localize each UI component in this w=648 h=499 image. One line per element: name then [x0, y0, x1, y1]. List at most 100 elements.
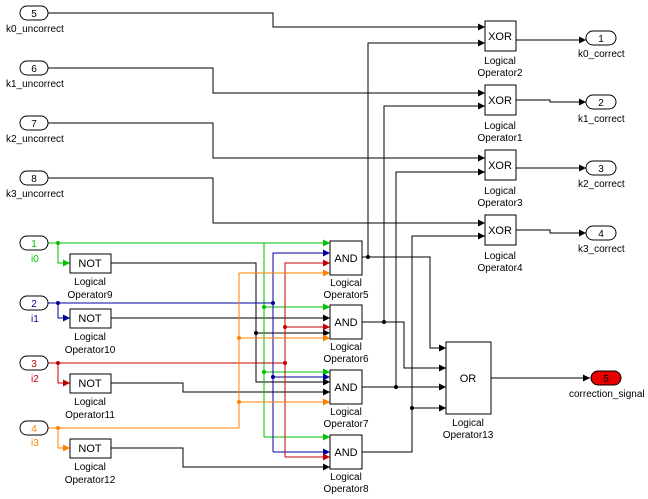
block-not-operator9-l2: Operator9 [67, 290, 112, 301]
inport-k2-label: k2_uncorrect [6, 134, 64, 145]
block-or-operator13-op: OR [460, 373, 477, 385]
block-xor-operator3-op: XOR [488, 160, 512, 172]
block-not-operator10[interactable]: NOT Logical Operator10 [65, 308, 116, 356]
inport-k1-number: 6 [31, 64, 37, 75]
block-not-operator9[interactable]: NOT Logical Operator9 [67, 253, 113, 301]
outport-k2-number: 3 [598, 164, 604, 175]
junction-and7 [394, 385, 398, 389]
block-not-operator11-op: NOT [78, 378, 102, 390]
block-not-operator11[interactable]: NOT Logical Operator11 [65, 373, 115, 421]
junction-i3-b [237, 336, 241, 340]
inport-i3-number: 4 [31, 424, 37, 435]
wire-xor2-to-out2 [516, 98, 586, 106]
wires-i3 [48, 269, 330, 452]
junction-and6 [382, 320, 386, 324]
outport-corr-number: 5 [603, 374, 609, 385]
outport-k0-number: 1 [598, 34, 604, 45]
block-not-operator12-op: NOT [78, 443, 102, 455]
block-not-operator9-op: NOT [78, 258, 102, 270]
block-and-operator6[interactable]: AND Logical Operator6 [323, 304, 369, 365]
block-xor-operator1[interactable]: XOR Logical Operator1 [477, 84, 523, 144]
inport-k1[interactable]: 6 k1_uncorrect [6, 60, 64, 90]
inport-k0[interactable]: 5 k0_uncorrect [6, 5, 64, 35]
inport-i0-number: 1 [31, 239, 37, 250]
block-xor-operator1-l2: Operator1 [477, 133, 522, 144]
junction-i2-c [283, 325, 287, 329]
inport-i2[interactable]: 3 i2 [19, 355, 49, 385]
inport-i3[interactable]: 4 i3 [19, 420, 49, 449]
wire-not11-out [111, 382, 330, 396]
block-xor-operator4-op: XOR [488, 225, 512, 237]
wires-not-outputs [111, 262, 330, 471]
wires-i2 [48, 259, 330, 461]
block-and-operator5-l2: Operator5 [323, 290, 368, 301]
block-and-operator5[interactable]: AND Logical Operator5 [323, 240, 369, 301]
block-not-operator12[interactable]: NOT Logical Operator12 [65, 438, 116, 486]
wires-and-outputs [362, 39, 590, 453]
inport-k2[interactable]: 7 k2_uncorrect [6, 115, 64, 145]
block-and-operator8-l2: Operator8 [323, 484, 368, 495]
wire-k3-to-xor4 [48, 177, 485, 227]
block-xor-operator3-l1: Logical [484, 186, 516, 197]
outport-correction-signal[interactable]: 5 correction_signal [569, 370, 645, 400]
outport-k2-correct[interactable]: 3 k2_correct [578, 160, 625, 190]
wire-and5-out [362, 39, 485, 258]
inport-i1-label: i1 [31, 314, 39, 325]
block-not-operator11-l2: Operator11 [65, 410, 115, 421]
inport-i0-label: i0 [31, 254, 39, 265]
outport-corr-label: correction_signal [569, 389, 645, 400]
wire-and6-to-or [384, 321, 446, 372]
inport-i3-label: i3 [31, 438, 39, 449]
wire-not9-to-and7 [255, 333, 330, 386]
block-xor-operator4[interactable]: XOR Logical Operator4 [477, 214, 523, 274]
wire-k1-to-xor2 [48, 67, 485, 97]
wire-k2-to-xor3 [48, 122, 485, 162]
block-not-operator10-op: NOT [78, 313, 102, 325]
outport-k3-correct[interactable]: 4 k3_correct [578, 225, 625, 255]
wire-not9-out [111, 262, 330, 337]
inport-k0-number: 5 [31, 9, 37, 20]
outport-k1-number: 2 [598, 98, 604, 109]
block-and-operator7-l1: Logical [330, 407, 362, 418]
wire-and6-out [362, 102, 485, 323]
wires-k-inputs [48, 12, 485, 227]
block-and-operator7-l2: Operator7 [323, 419, 368, 430]
block-xor-operator2-l1: Logical [484, 56, 516, 67]
junction-i1-c [271, 375, 275, 379]
junction-i1-b [271, 301, 275, 305]
junction-i0-b [262, 305, 266, 309]
block-and-operator5-op: AND [334, 253, 357, 265]
inport-i2-number: 3 [31, 359, 37, 370]
inport-i0[interactable]: 1 i0 [19, 235, 49, 265]
block-and-operator8[interactable]: AND Logical Operator8 [323, 434, 369, 495]
block-and-operator6-l2: Operator6 [323, 354, 368, 365]
junction-i3-c [237, 400, 241, 404]
block-xor-operator3[interactable]: XOR Logical Operator3 [477, 149, 523, 209]
wire-i1-up [272, 249, 330, 303]
outport-k0-correct[interactable]: 1 k0_correct [578, 30, 625, 60]
block-and-operator7[interactable]: AND Logical Operator7 [323, 369, 369, 430]
block-or-operator13[interactable]: OR Logical Operator13 [443, 341, 494, 441]
wire-and7-out [362, 168, 485, 388]
block-xor-operator2[interactable]: XOR Logical Operator2 [477, 20, 523, 79]
block-xor-operator4-l2: Operator4 [477, 263, 522, 274]
junction-i3-a [56, 426, 60, 430]
block-not-operator10-l2: Operator10 [65, 345, 116, 356]
inport-k3[interactable]: 8 k3_uncorrect [6, 170, 64, 200]
wire-i1-to-not10 [57, 303, 70, 322]
wire-and5-to-or [368, 256, 446, 352]
inport-i1[interactable]: 2 i1 [19, 295, 49, 325]
inport-k0-label: k0_uncorrect [6, 24, 64, 35]
wire-i2-to-not11 [57, 363, 70, 387]
block-and-operator6-l1: Logical [330, 342, 362, 353]
wire-xor4-to-out4 [516, 229, 586, 237]
block-xor-operator4-l1: Logical [484, 251, 516, 262]
outport-k1-correct[interactable]: 2 k1_correct [578, 94, 625, 125]
wire-not12-out [111, 447, 330, 471]
junction-and8 [410, 406, 414, 410]
outport-k0-label: k0_correct [578, 49, 625, 60]
wires-i0 [48, 239, 330, 441]
wire-i0-to-not9 [57, 243, 70, 267]
block-and-operator8-l1: Logical [330, 472, 362, 483]
